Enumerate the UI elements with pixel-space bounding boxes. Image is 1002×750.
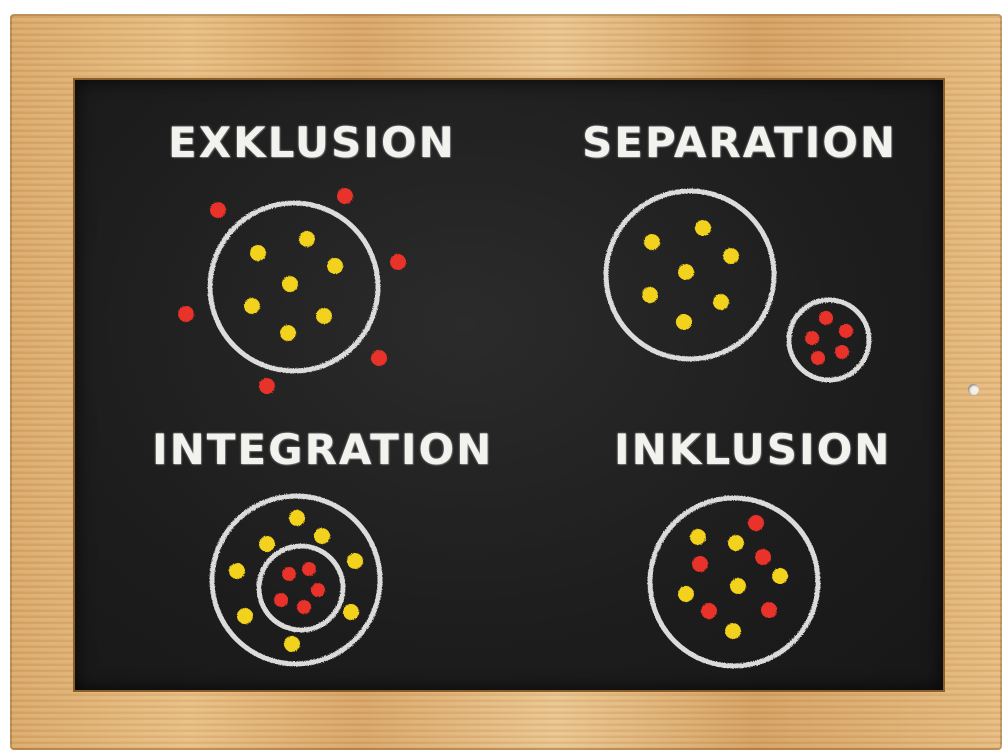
exclusion-red-dots <box>178 188 406 394</box>
chalkboard-surface <box>75 80 943 690</box>
title-integration: INTEGRATION <box>152 425 494 474</box>
inclusion-circle <box>647 495 821 669</box>
inclusion-diagram <box>647 495 821 669</box>
separation-main-circle <box>603 188 777 362</box>
separation-yellow-dots <box>642 220 739 330</box>
separation-small-circle <box>786 297 872 383</box>
separation-red-dots <box>805 311 853 365</box>
hanging-hole <box>968 384 979 395</box>
exclusion-diagram <box>178 188 406 394</box>
title-separation: SEPARATION <box>582 118 898 167</box>
integration-diagram <box>209 493 383 667</box>
title-exclusion: EXKLUSION <box>168 118 456 167</box>
integration-inner-circle <box>256 543 346 633</box>
title-inclusion: INKLUSION <box>614 425 892 474</box>
separation-diagram <box>603 188 872 383</box>
integration-red-dots <box>274 562 325 614</box>
inclusion-red-dots <box>692 515 777 619</box>
exclusion-circle <box>207 200 381 374</box>
integration-yellow-dots <box>229 510 363 652</box>
integration-outer-circle <box>209 493 383 667</box>
exclusion-yellow-dots <box>244 231 343 341</box>
inclusion-yellow-dots <box>678 529 788 639</box>
